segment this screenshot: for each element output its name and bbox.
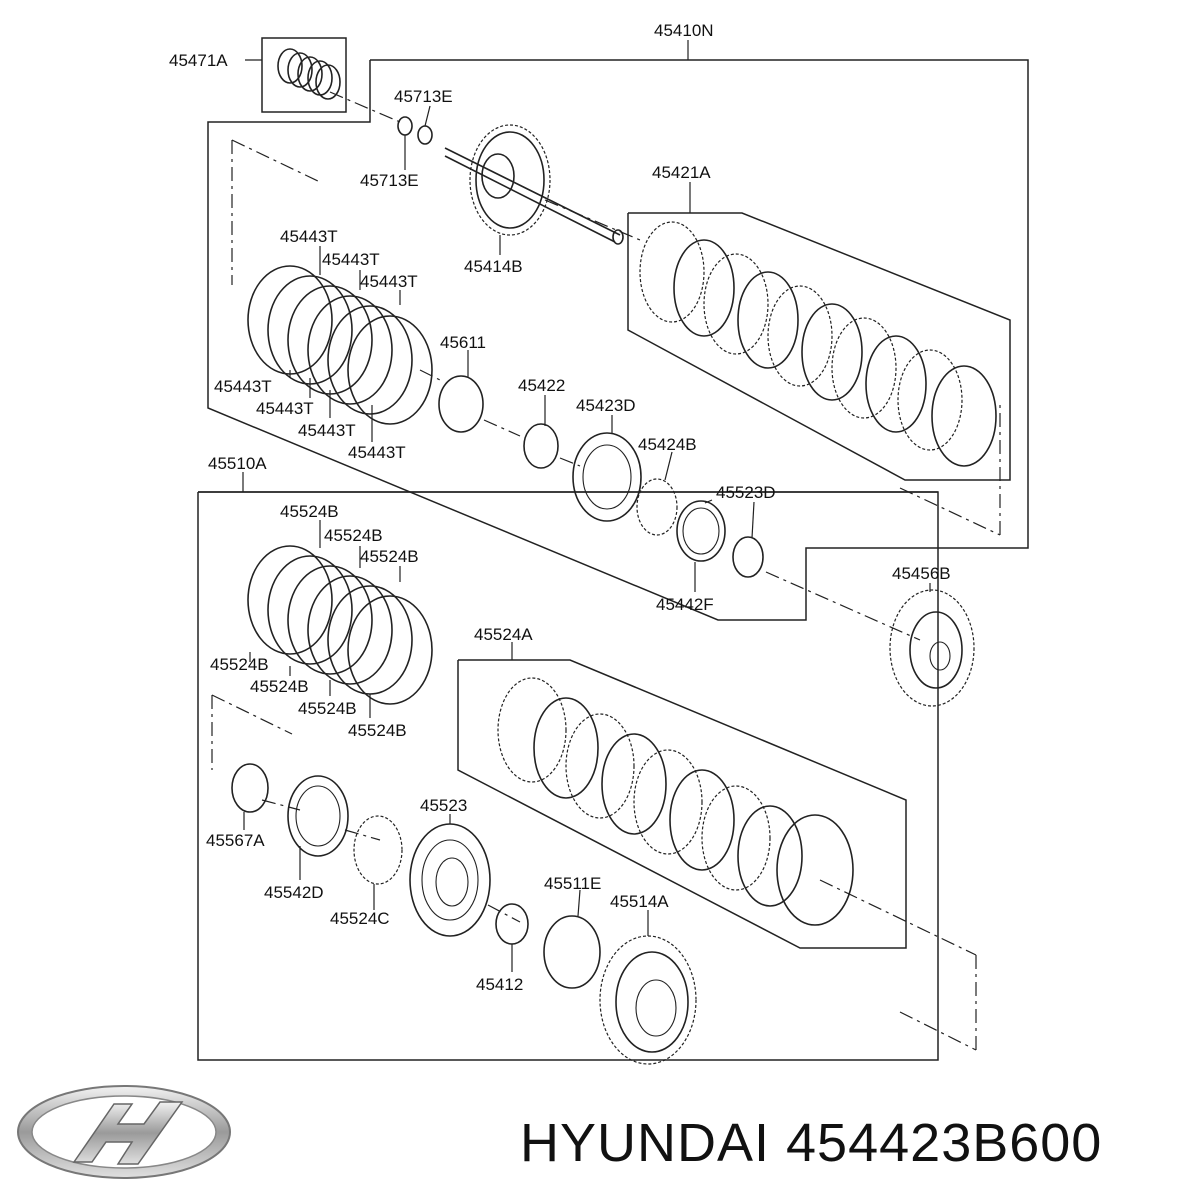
part-label-45523: 45523 bbox=[420, 796, 467, 815]
spring-retainer-icon bbox=[353, 815, 403, 885]
leader-line bbox=[751, 501, 755, 539]
guide-line bbox=[544, 199, 641, 241]
part-label-45567A: 45567A bbox=[206, 831, 265, 850]
guide-line bbox=[765, 571, 921, 641]
guide-line bbox=[819, 879, 977, 956]
part-label-45524B: 45524B bbox=[250, 677, 309, 696]
o-ring-icon bbox=[438, 375, 484, 433]
part-label-45611: 45611 bbox=[440, 333, 486, 352]
part-label-45412: 45412 bbox=[476, 975, 523, 994]
part-label-45523D: 45523D bbox=[716, 483, 776, 502]
lower-assembly-outline bbox=[197, 491, 939, 1061]
part-label-45524B: 45524B bbox=[360, 547, 419, 566]
seal-ring-icon bbox=[543, 915, 601, 989]
part-label-45524B: 45524B bbox=[348, 721, 407, 740]
spring-box-outline bbox=[261, 37, 347, 113]
guide-line bbox=[211, 694, 293, 735]
upper-assembly-outline bbox=[207, 59, 1029, 621]
part-label-45443T: 45443T bbox=[214, 377, 272, 396]
guide-line bbox=[487, 904, 521, 923]
part-label-45422: 45422 bbox=[518, 376, 565, 395]
part-label-45514A: 45514A bbox=[610, 892, 669, 911]
o-ring-icon bbox=[495, 903, 529, 945]
guide-line bbox=[261, 799, 301, 811]
hyundai-logo-icon bbox=[17, 1085, 231, 1179]
leader-line bbox=[664, 451, 673, 481]
part-label-45442F: 45442F bbox=[656, 595, 714, 614]
part-label-45542D: 45542D bbox=[264, 883, 324, 902]
piston-icon bbox=[409, 823, 491, 937]
piston-icon bbox=[572, 432, 642, 522]
part-label-45524B: 45524B bbox=[210, 655, 269, 674]
part-label-45524C: 45524C bbox=[330, 909, 390, 928]
part-label-45421A: 45421A bbox=[652, 163, 711, 182]
part-label-45424B: 45424B bbox=[638, 435, 697, 454]
part-label-45471A: 45471A bbox=[169, 51, 228, 70]
part-label-45443T: 45443T bbox=[256, 399, 314, 418]
guide-line bbox=[419, 369, 441, 381]
seal-plate-icon bbox=[287, 775, 349, 857]
part-label-45414B: 45414B bbox=[464, 257, 523, 276]
clutch-hub-icon bbox=[889, 589, 975, 707]
retaining-ring-stack-icon bbox=[247, 545, 433, 705]
part-label-45443T: 45443T bbox=[298, 421, 356, 440]
leader-line bbox=[704, 499, 713, 504]
snap-ring-icon bbox=[732, 536, 764, 578]
guide-line bbox=[231, 139, 321, 183]
leader-line bbox=[424, 105, 431, 127]
part-label-45524B: 45524B bbox=[324, 526, 383, 545]
guide-line bbox=[329, 91, 401, 123]
part-label-45410N: 45410N bbox=[654, 21, 714, 40]
clutch-pack-outline bbox=[627, 212, 1011, 481]
seal-plate-icon bbox=[676, 500, 726, 562]
clutch-plates-icon bbox=[639, 221, 997, 467]
part-label-45524B: 45524B bbox=[280, 502, 339, 521]
part-label-45713E-bottom: 45713E bbox=[360, 171, 419, 190]
clutch-drum-icon bbox=[599, 935, 697, 1065]
lower-clutch-pack-outline bbox=[457, 659, 907, 949]
guide-line bbox=[344, 829, 381, 841]
seal-ring-icon bbox=[523, 423, 559, 469]
output-shaft-gear-icon bbox=[444, 124, 624, 245]
part-label-45443T: 45443T bbox=[360, 272, 418, 291]
guide-line bbox=[483, 419, 521, 437]
guide-line bbox=[559, 457, 581, 467]
part-label-45524B: 45524B bbox=[298, 699, 357, 718]
part-label-45423D: 45423D bbox=[576, 396, 636, 415]
coil-spring-icon bbox=[277, 48, 341, 100]
product-caption: HYUNDAI 454423B600 bbox=[520, 1113, 1103, 1173]
part-label-45456B: 45456B bbox=[892, 564, 951, 583]
part-label-45443T: 45443T bbox=[280, 227, 338, 246]
part-label-45510A: 45510A bbox=[208, 454, 267, 473]
part-label-45713E-top: 45713E bbox=[394, 87, 453, 106]
clutch-plates-icon bbox=[497, 677, 854, 926]
guide-line bbox=[899, 487, 1001, 536]
leader-line bbox=[577, 889, 581, 917]
snap-ring-icon bbox=[231, 763, 269, 813]
part-label-45443T: 45443T bbox=[322, 250, 380, 269]
part-label-45524A: 45524A bbox=[474, 625, 533, 644]
spring-retainer-icon bbox=[636, 478, 678, 536]
part-label-45511E: 45511E bbox=[544, 874, 601, 893]
snap-ring-icon bbox=[397, 116, 433, 145]
part-label-45443T: 45443T bbox=[348, 443, 406, 462]
